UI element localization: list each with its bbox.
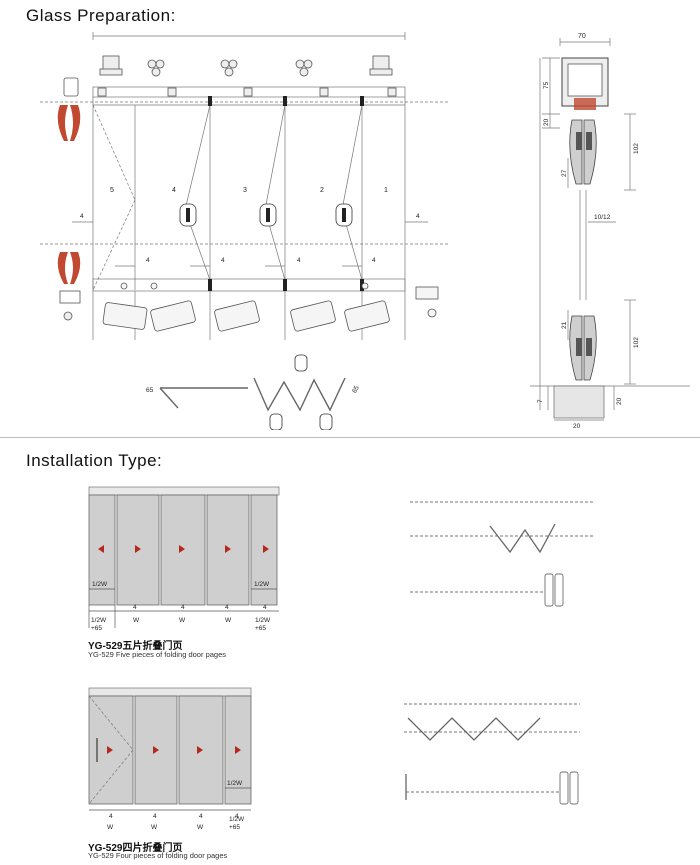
half-width-plus-label: +65: [91, 625, 102, 632]
section-divider: [0, 437, 700, 438]
glass-preparation-diagram: 5 4 3 2 1 4 4 4 4 4 4 65 65: [40, 32, 450, 430]
half-width-plus-label: 1/2W: [229, 816, 245, 823]
four-panel-fold-plan: [404, 703, 580, 805]
dim-label: 20: [543, 118, 550, 126]
width-label: W: [197, 824, 204, 831]
five-panel-fold-plan: [410, 501, 595, 607]
gap-label: 4: [146, 257, 150, 264]
half-width-plus-label: +65: [255, 625, 266, 632]
gap-label: 4: [221, 257, 225, 264]
half-width-plus-label: 1/2W: [255, 617, 271, 624]
width-label: W: [179, 617, 186, 624]
gap-label: 4: [225, 604, 229, 611]
gap-label: 4: [109, 813, 113, 820]
gap-label: 4: [297, 257, 301, 264]
gap-label: 4: [181, 604, 185, 611]
half-width-label: 1/2W: [254, 581, 270, 588]
section-title-glass-preparation: Glass Preparation:: [26, 6, 176, 25]
panel-number: 2: [320, 187, 324, 194]
panel-number: 1: [384, 187, 388, 194]
panel-number: 3: [243, 187, 247, 194]
track-profile-section: 70 75 20 27 10/12 102 21 102 7 20 20: [530, 33, 690, 430]
dim-label: 102: [633, 143, 640, 154]
gap-label: 4: [199, 813, 203, 820]
width-label: W: [151, 824, 158, 831]
dim-label: 10/12: [594, 214, 611, 221]
angle-label-left: 65: [146, 387, 154, 394]
five-panel-elevation: 1/2W 1/2W 4 4 4 4 W W W 1/2W +65 1/2W +6…: [88, 486, 280, 632]
dim-label: 27: [561, 169, 568, 177]
four-door-title-en: YG-529 Four pieces of folding door pages: [88, 851, 228, 860]
five-door-title-en: YG-529 Five pieces of folding door pages: [88, 650, 226, 659]
half-width-plus-label: 1/2W: [91, 617, 107, 624]
angle-label-right: 65: [351, 384, 361, 394]
width-label: W: [225, 617, 232, 624]
dim-label: 70: [578, 33, 586, 40]
four-panel-elevation: 1/2W 4 4 4 4 W W W 1/2W +65: [88, 687, 252, 831]
gap-label: 4: [80, 213, 84, 220]
gap-label: 4: [263, 604, 267, 611]
width-label: W: [133, 617, 140, 624]
dim-label: 20: [573, 423, 581, 430]
dim-label: 75: [543, 81, 550, 89]
half-width-label: 1/2W: [92, 581, 108, 588]
gap-label: 4: [372, 257, 376, 264]
five-door-title-cn: YG-529五片折叠门页: [88, 641, 183, 652]
width-label: W: [107, 824, 114, 831]
dim-label: 7: [537, 399, 544, 403]
section-title-installation-type: Installation Type:: [26, 451, 163, 470]
gap-label: 4: [416, 213, 420, 220]
gap-label: 4: [133, 604, 137, 611]
four-door-title-cn: YG-529四片折叠门页: [88, 843, 183, 854]
dim-label: 20: [616, 397, 623, 405]
gap-label: 4: [235, 813, 239, 820]
panel-number: 4: [172, 187, 176, 194]
half-width-plus-label: +65: [229, 824, 240, 831]
gap-label: 4: [153, 813, 157, 820]
dim-label: 21: [561, 321, 568, 329]
half-width-label: 1/2W: [227, 780, 243, 787]
dim-label: 102: [633, 337, 640, 348]
panel-number: 5: [110, 187, 114, 194]
